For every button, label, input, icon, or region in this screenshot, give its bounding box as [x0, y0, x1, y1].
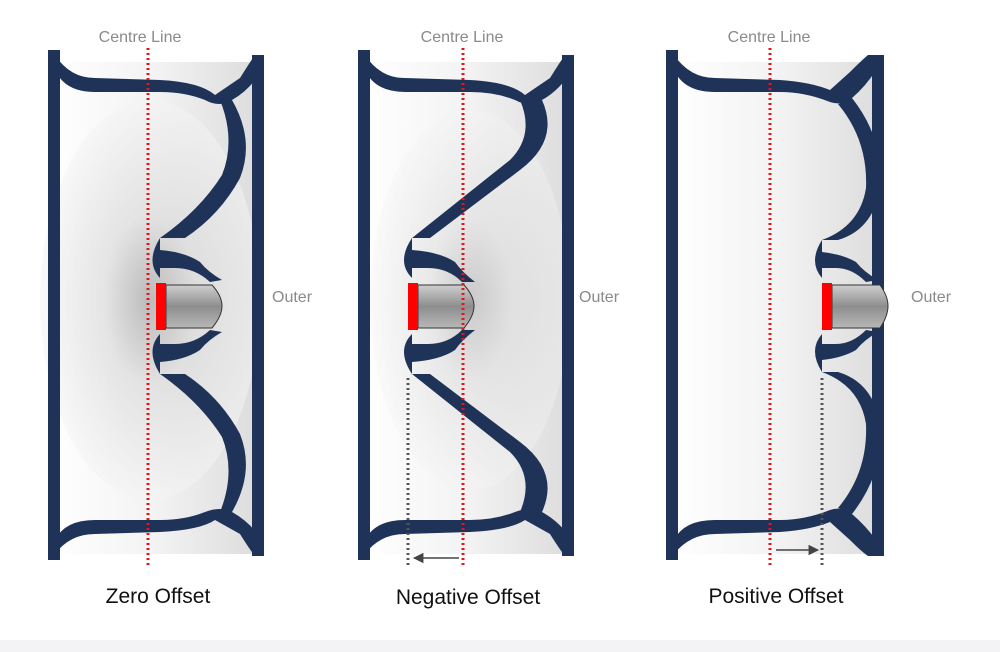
- centre-line-label-negative: Centre Line: [421, 29, 504, 46]
- footer-band: [0, 640, 1000, 652]
- panel-negative-offset: Centre Line Outer Negative Offset: [358, 29, 620, 609]
- outer-label-zero: Outer: [272, 289, 313, 306]
- panel-positive-offset: Centre Line Outer Positive Offset: [666, 29, 952, 608]
- panel-title-positive: Positive Offset: [708, 585, 843, 608]
- wheel-rim-zero: [40, 50, 264, 560]
- centre-line-label-zero: Centre Line: [99, 29, 182, 46]
- wheel-rim-positive: [666, 50, 889, 560]
- panel-title-negative: Negative Offset: [396, 586, 541, 609]
- panel-title-zero: Zero Offset: [106, 585, 211, 608]
- outer-label-positive: Outer: [911, 289, 952, 306]
- wheel-rim-negative: [358, 50, 574, 560]
- panel-zero-offset: Centre Line Outer Zero Offset: [40, 29, 313, 608]
- centre-line-label-positive: Centre Line: [728, 29, 811, 46]
- outer-label-negative: Outer: [579, 289, 620, 306]
